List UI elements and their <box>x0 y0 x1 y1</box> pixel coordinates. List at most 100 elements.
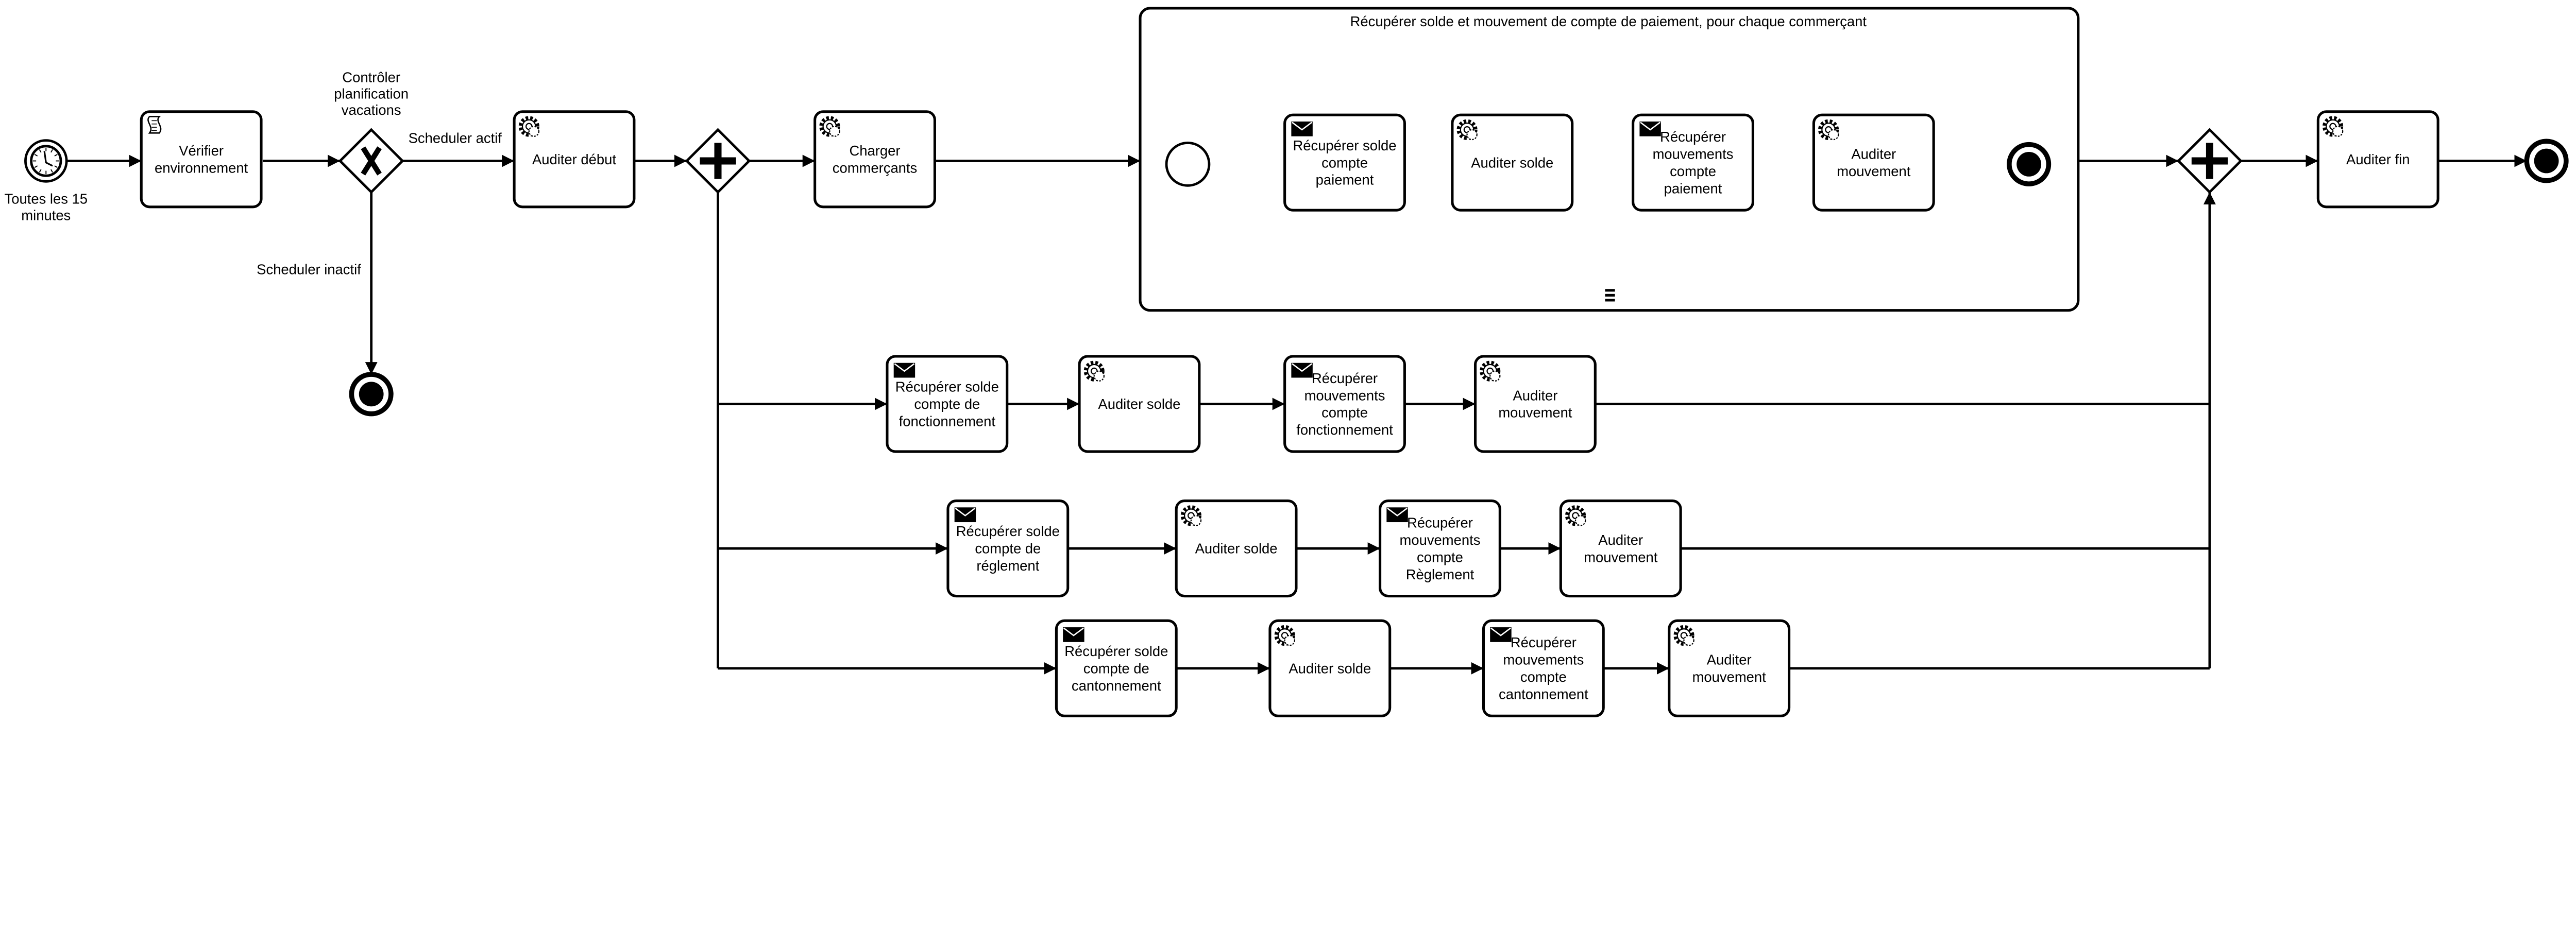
timer-start-event[interactable] <box>24 139 68 183</box>
plus-icon <box>700 143 736 179</box>
label-line: Règlement <box>1406 566 1475 582</box>
task-box[interactable] <box>946 500 1070 598</box>
gear-small <box>829 126 840 137</box>
task-box[interactable] <box>1379 500 1501 598</box>
task-box[interactable] <box>1632 113 1754 212</box>
label-line: minutes <box>21 207 71 223</box>
end-event-dot <box>2016 151 2042 177</box>
plus-h <box>700 157 736 165</box>
task-a4[interactable] <box>1473 355 1597 453</box>
clock-tick <box>50 149 53 153</box>
task-box[interactable] <box>1283 355 1406 453</box>
task-s1[interactable] <box>1283 113 1406 212</box>
label-line: compte <box>1417 549 1463 565</box>
task-box[interactable] <box>1812 113 1935 212</box>
label-line: Récupérer <box>1511 634 1577 650</box>
gear-small <box>2332 126 2344 137</box>
task-box[interactable] <box>1268 619 1392 717</box>
task-verifier[interactable] <box>140 110 263 209</box>
task-charger[interactable] <box>814 110 936 209</box>
label-line: mouvement <box>1584 549 1658 565</box>
flow-label-inactive: Scheduler inactif <box>257 262 361 278</box>
label-line: mouvements <box>1304 387 1385 403</box>
task-audit_debut[interactable] <box>513 110 636 209</box>
label-line: Auditer début <box>532 151 616 167</box>
clock-tick <box>34 165 38 168</box>
task-audit_fin[interactable] <box>2316 110 2439 209</box>
subprocess-end-event[interactable] <box>2007 142 2052 186</box>
marker-bar <box>1605 299 1615 302</box>
end-event-dot <box>2534 148 2559 174</box>
task-box[interactable] <box>1482 619 1605 717</box>
task-a3[interactable] <box>1283 355 1406 453</box>
end-event-inactive[interactable] <box>349 372 394 417</box>
gear-icon <box>1180 505 1202 526</box>
label-line: Vérifier <box>179 143 224 159</box>
subprocess-title: Récupérer solde et mouvement de compte d… <box>1350 13 1867 29</box>
gear-small <box>1574 515 1586 526</box>
gear-small <box>1284 634 1295 646</box>
label-line: mouvements <box>1400 532 1481 548</box>
task-box[interactable] <box>814 110 936 209</box>
task-b2[interactable] <box>1175 500 1298 598</box>
subprocess-start-event[interactable] <box>1165 142 1211 187</box>
label-line: Récupérer solde <box>895 379 999 395</box>
task-box[interactable] <box>1451 113 1574 212</box>
label-line: Récupérer solde <box>1064 643 1168 659</box>
task-box[interactable] <box>513 110 636 209</box>
gear-icon <box>518 116 540 137</box>
label-line: compte <box>1670 163 1716 179</box>
label-line: Contrôler <box>342 69 400 85</box>
task-box[interactable] <box>1175 500 1298 598</box>
label-line: cantonnement <box>1499 686 1588 702</box>
gear-teeth <box>518 116 539 137</box>
marker-bar <box>1605 289 1615 292</box>
task-a1[interactable] <box>886 355 1009 453</box>
clock-icon <box>30 145 62 177</box>
task-c1[interactable] <box>1055 619 1178 717</box>
task-c4[interactable] <box>1668 619 1791 717</box>
task-box[interactable] <box>1559 500 1682 598</box>
start-event <box>1165 142 1211 187</box>
parallel-gateway-join[interactable] <box>2176 128 2243 194</box>
label-line: mouvement <box>1837 163 1911 179</box>
envelope-flap <box>1640 122 1661 131</box>
label-line: Récupérer <box>1407 514 1473 530</box>
task-box[interactable] <box>1668 619 1791 717</box>
task-box[interactable] <box>1078 355 1201 453</box>
label-line: Récupérer <box>1312 370 1378 386</box>
task-s4[interactable] <box>1812 113 1935 212</box>
task-c3[interactable] <box>1482 619 1605 717</box>
task-b1[interactable] <box>946 500 1070 598</box>
task-b4[interactable] <box>1559 500 1682 598</box>
task-b3[interactable] <box>1379 500 1501 598</box>
label-line: Auditer <box>1598 532 1643 548</box>
labels: Récupérer solde et mouvement de compte d… <box>5 13 2410 702</box>
task-c2[interactable] <box>1268 619 1392 717</box>
end-event-dot <box>359 382 384 407</box>
task-box[interactable] <box>1283 113 1406 212</box>
envelope-icon <box>893 363 916 378</box>
parallel-gateway-fork[interactable] <box>685 128 751 194</box>
exclusive-gateway[interactable] <box>338 128 404 194</box>
task-box[interactable] <box>140 110 263 209</box>
task-box[interactable] <box>1473 355 1597 453</box>
gear-small <box>1190 515 1202 526</box>
task-a2[interactable] <box>1078 355 1201 453</box>
task-box[interactable] <box>2316 110 2439 209</box>
label-line: Auditer solde <box>1471 154 1553 170</box>
label-line: compte de <box>914 396 980 412</box>
subprocess[interactable] <box>1139 7 2080 312</box>
envelope-icon <box>1291 363 1313 378</box>
label-line: paiement <box>1316 172 1374 188</box>
task-box[interactable] <box>886 355 1009 453</box>
gear-teeth <box>1083 360 1105 382</box>
task-s2[interactable] <box>1451 113 1574 212</box>
end-event-final[interactable] <box>2524 139 2569 183</box>
label-line: paiement <box>1664 180 1722 196</box>
label-line: Toutes les 15 <box>5 191 88 206</box>
task-box[interactable] <box>1055 619 1178 717</box>
task-s3[interactable] <box>1632 113 1754 212</box>
label-line: compte de <box>975 541 1041 557</box>
label-line: compte de <box>1083 660 1149 676</box>
